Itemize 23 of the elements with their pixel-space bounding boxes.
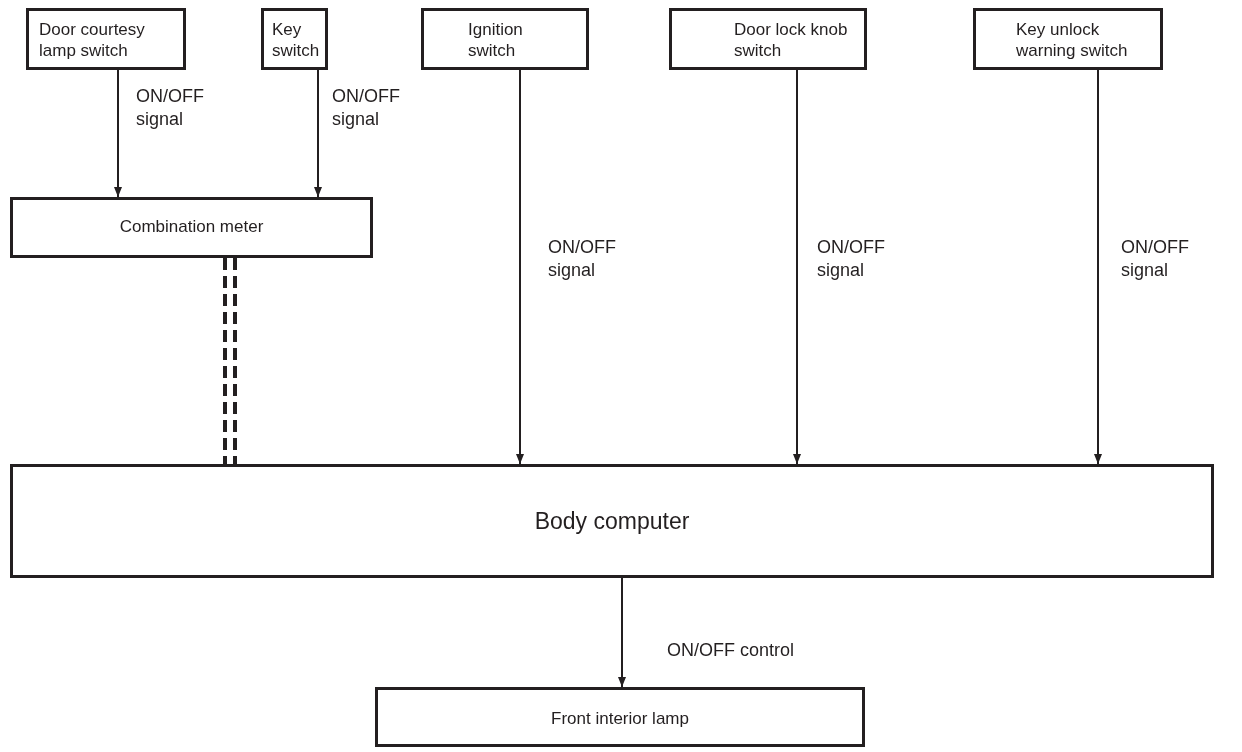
arrow — [516, 69, 524, 465]
arrow — [793, 69, 801, 465]
box-label: Key switch — [272, 19, 317, 61]
box-label: Combination meter — [118, 216, 265, 237]
switch-box — [261, 8, 328, 70]
arrow — [1094, 69, 1102, 465]
component-box — [375, 687, 865, 747]
switch-box — [26, 8, 186, 70]
controller-box — [10, 464, 1214, 578]
box-label: Door lock knob switch — [734, 19, 849, 61]
arrow — [314, 69, 322, 198]
box-label: Front interior lamp — [550, 708, 690, 729]
component-box — [10, 197, 373, 258]
arrow — [618, 577, 626, 688]
box-label: Ignition switch — [468, 19, 524, 61]
box-label: Door courtesy lamp switch — [39, 19, 146, 61]
dashed-bus-line — [223, 256, 237, 466]
switch-box — [669, 8, 867, 70]
switch-box — [421, 8, 589, 70]
switch-box — [973, 8, 1163, 70]
box-label: Body computer — [533, 507, 691, 536]
arrow — [114, 69, 122, 198]
box-label: Key unlock warning switch — [1016, 19, 1129, 61]
